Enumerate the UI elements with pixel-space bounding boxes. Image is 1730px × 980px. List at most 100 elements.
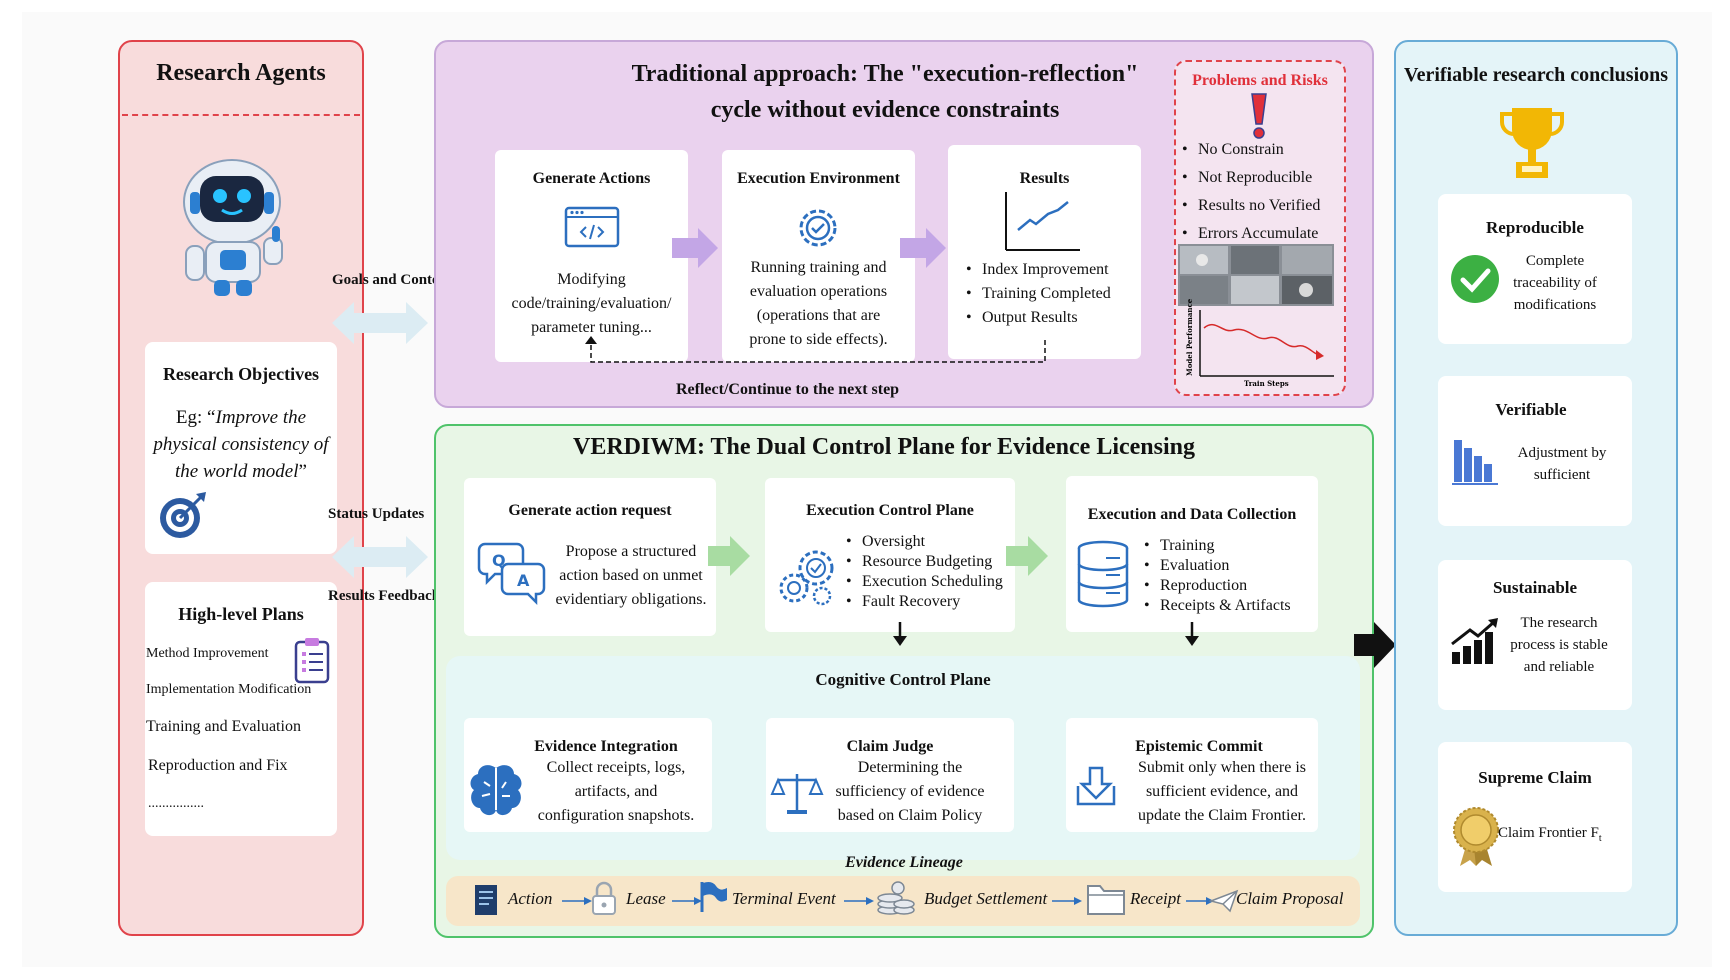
gears-icon [779, 550, 834, 606]
example-prefix: Eg: “ [175, 407, 216, 428]
text-line: update the Claim Frontier. [1138, 807, 1306, 824]
execution-control-plane-title: Execution Control Plane [806, 502, 974, 519]
evidence-lineage-label: Evidence Lineage [845, 854, 963, 871]
high-level-plans-card [145, 582, 337, 836]
generate-action-request-text: Propose a structured action based on unm… [546, 540, 716, 612]
database-icon [1077, 540, 1129, 608]
research-agents-title: Research Agents [156, 60, 326, 86]
text-line: Submit only when there is [1138, 759, 1306, 776]
code-window-icon [564, 206, 620, 248]
claim-frontier-subscript: t [1598, 833, 1602, 844]
text-line: parameter tuning... [531, 319, 652, 336]
plan-item: Method Improvement [146, 646, 269, 661]
lineage-budget-settlement: Budget Settlement [924, 889, 1048, 908]
plan-item: ................ [148, 796, 204, 811]
declining-performance-chart: Model Performance Train Steps [1185, 298, 1334, 388]
download-tray-icon [1076, 766, 1116, 806]
chart-y-label: Model Performance [1185, 298, 1194, 376]
data-collection-list: Training Evaluation Reproduction Receipt… [1144, 536, 1291, 616]
claim-judge-box [766, 718, 1014, 832]
flow-arrow-right [708, 536, 750, 576]
results-title: Results [1019, 170, 1070, 187]
text-line: sufficiency of evidence [835, 783, 985, 800]
text-line: modifications [1513, 297, 1597, 313]
paper-plane-icon [1208, 889, 1239, 913]
generate-actions-text: Modifying code/training/evaluation/ para… [495, 268, 688, 340]
text-line: Adjustment by [1517, 445, 1607, 461]
control-item: Resource Budgeting [846, 552, 1003, 572]
title-line-2: cycle without evidence constraints [710, 97, 1060, 123]
text-line: process is stable [1510, 637, 1608, 653]
research-objectives-title: Research Objectives [162, 364, 320, 384]
text-line: sufficient evidence, and [1145, 783, 1299, 800]
lineage-receipt: Receipt [1130, 889, 1181, 908]
reproducible-title: Reproducible [1486, 218, 1584, 237]
claim-judge-text: Determining the sufficiency of evidence … [806, 756, 1014, 828]
epistemic-commit-title: Epistemic Commit [1135, 738, 1263, 755]
verifiable-title: Verifiable [1495, 400, 1567, 419]
problems-risks-title: Problems and Risks [1192, 72, 1328, 89]
output-arrow [1354, 622, 1396, 668]
svg-text:A: A [517, 571, 530, 590]
scales-icon [770, 774, 824, 814]
plan-item: Training and Evaluation [146, 718, 301, 735]
collection-item: Training [1144, 536, 1291, 556]
execution-environment-title: Execution Environment [737, 170, 900, 187]
results-item: Training Completed [966, 282, 1111, 306]
folder-icon [1087, 885, 1125, 915]
cognitive-control-plane-title: Cognitive Control Plane [815, 670, 991, 689]
text-line: prone to side effects). [749, 331, 888, 348]
qa-chat-icon: Q A [477, 542, 546, 606]
execution-data-collection-title: Execution and Data Collection [1087, 506, 1297, 523]
results-list: Index Improvement Training Completed Out… [966, 258, 1111, 330]
example-suffix: ” [298, 461, 307, 482]
reflect-loop-arrow [585, 336, 1046, 363]
text-line: code/training/evaluation/ [511, 295, 672, 312]
sustainable-title: Sustainable [1492, 578, 1578, 597]
reflect-loop-label: Reflect/Continue to the next step [672, 381, 904, 399]
target-icon [160, 492, 206, 538]
text-line: traceability of [1513, 275, 1597, 291]
plan-item: Implementation Modification [146, 682, 312, 697]
plan-item: Reproduction and Fix [148, 757, 288, 774]
trophy-icon [1500, 108, 1564, 178]
text-line: The research [1520, 615, 1598, 631]
clipboard-icon [294, 638, 330, 684]
document-icon [475, 885, 497, 915]
flow-arrow-right [1006, 536, 1048, 576]
coins-icon [877, 881, 915, 915]
problem-item: Errors Accumulate [1182, 220, 1320, 248]
text-line: based on Claim Policy [837, 807, 983, 824]
text-line: Running training and [750, 259, 887, 276]
generate-actions-box [495, 150, 688, 362]
lock-icon [592, 881, 616, 915]
medal-icon [1453, 807, 1499, 866]
results-feedback-label: Results Feedback [328, 588, 441, 604]
robot-icon [183, 159, 283, 296]
generate-actions-title: Generate Actions [532, 170, 651, 187]
problem-item: Not Reproducible [1182, 164, 1320, 192]
control-item: Oversight [846, 532, 1003, 552]
problem-item: Results no Verified [1182, 192, 1320, 220]
text-line: configuration snapshots. [537, 807, 695, 824]
bar-chart-icon [1452, 440, 1498, 485]
example-text: Improve the physical consistency of the … [153, 407, 329, 482]
verifiable-conclusions-title: Verifiable research conclusions [1403, 64, 1669, 86]
line-chart-icon [1005, 192, 1080, 251]
claim-judge-title: Claim Judge [846, 738, 934, 755]
text-line: evaluation operations [749, 283, 888, 300]
status-double-arrow [332, 536, 428, 578]
evidence-integration-title: Evidence Integration [534, 738, 678, 755]
high-level-plans-title: High-level Plans [178, 604, 304, 624]
flow-arrow-right [672, 228, 718, 268]
supreme-claim-text: Claim Frontier Ft [1498, 822, 1628, 850]
chart-x-label: Train Steps [1244, 379, 1289, 388]
generate-action-request-title: Generate action request [508, 502, 672, 519]
down-arrow [1185, 622, 1199, 646]
brain-icon [470, 765, 522, 816]
text-line: (operations that are [756, 307, 881, 324]
research-objectives-example: Eg: “Improve the physical consistency of… [145, 404, 337, 485]
epistemic-commit-box [1066, 718, 1318, 832]
lineage-terminal-event: Terminal Event [732, 889, 836, 908]
text-line: Modifying [557, 271, 626, 288]
